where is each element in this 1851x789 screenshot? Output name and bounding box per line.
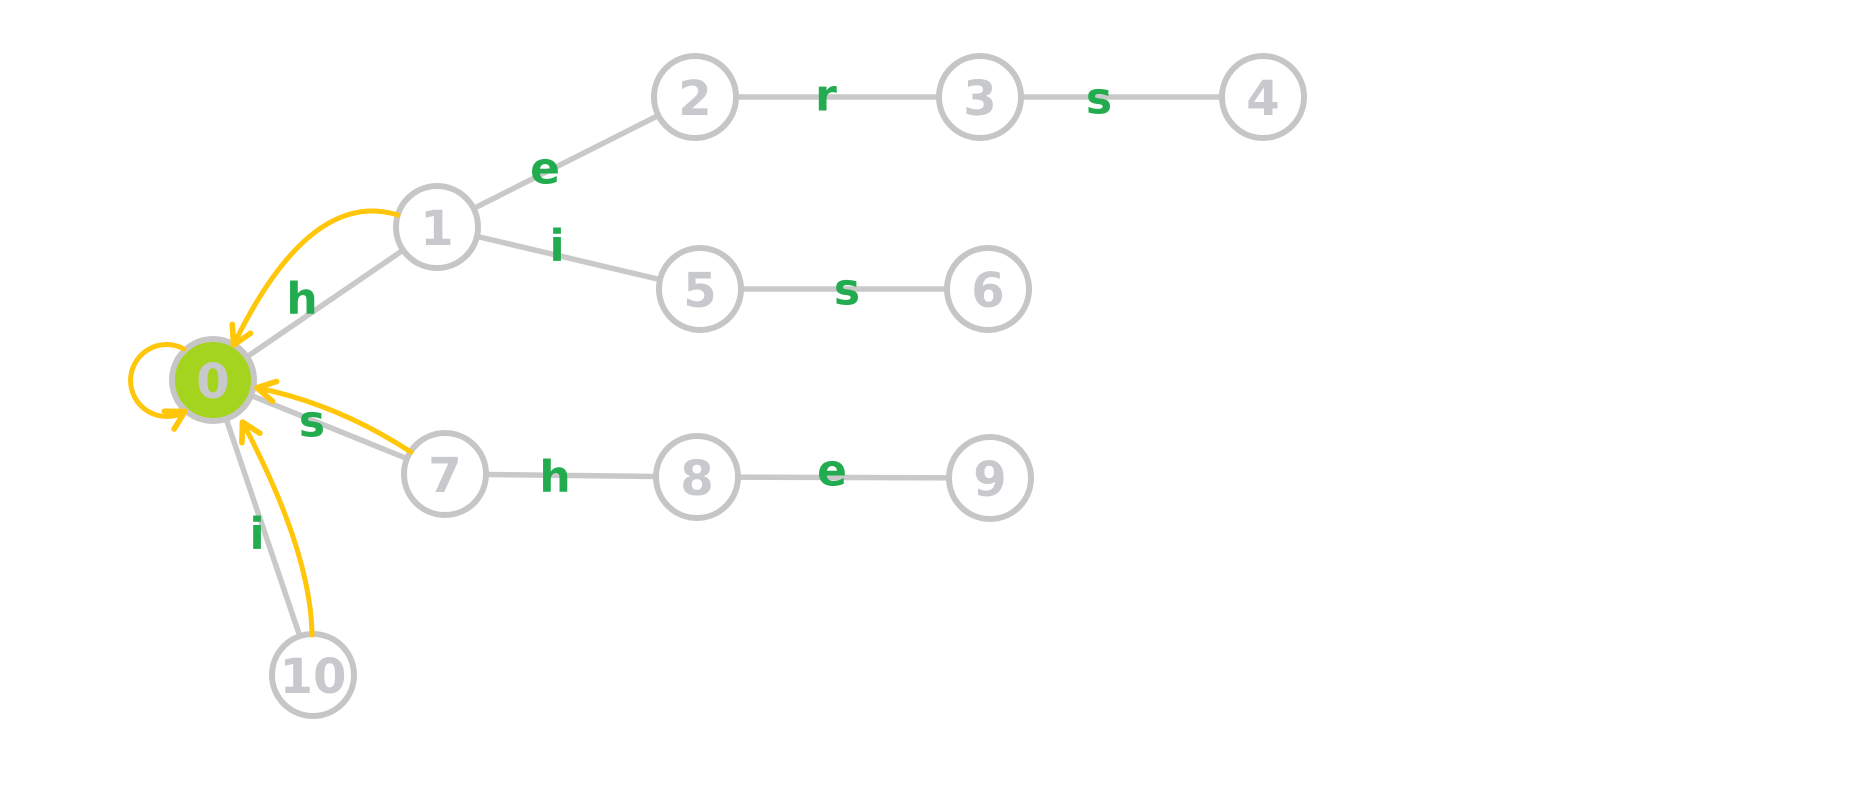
node-label-3: 3 <box>963 71 996 127</box>
node-circle-6 <box>944 245 1032 333</box>
edge-label-2-3: r <box>815 71 837 122</box>
node-label-2: 2 <box>678 71 711 127</box>
node-9: 9 <box>946 434 1034 522</box>
node-3: 3 <box>936 53 1024 141</box>
node-6: 6 <box>944 245 1032 333</box>
tree-edge-1-5 <box>434 224 703 292</box>
tree-edges-layer <box>210 94 1266 678</box>
nodes-layer: 0 1 2 3 4 5 6 7 8 9 10 <box>169 53 1307 719</box>
node-label-1: 1 <box>420 201 453 257</box>
tree-edge-0-1 <box>210 224 440 383</box>
node-4: 4 <box>1219 53 1307 141</box>
node-circle-3 <box>936 53 1024 141</box>
edge-label-3-4: s <box>1086 74 1112 125</box>
tree-edge-8-9 <box>694 474 993 481</box>
edge-label-7-8: h <box>539 452 570 503</box>
node-7: 7 <box>401 430 489 518</box>
node-label-4: 4 <box>1246 71 1279 127</box>
root-node-circle-0 <box>169 336 257 424</box>
node-label-10: 10 <box>280 649 347 705</box>
node-circle-5 <box>656 245 744 333</box>
node-label-0: 0 <box>196 354 229 410</box>
node-label-9: 9 <box>973 452 1006 508</box>
fail-self-loop-0 <box>128 342 188 432</box>
edge-label-1-5: i <box>549 221 564 272</box>
edge-label-1-2: e <box>530 144 560 195</box>
node-2: 2 <box>651 53 739 141</box>
edge-label-5-6: s <box>834 265 860 316</box>
edge-label-0-10: i <box>249 509 264 560</box>
node-circle-1 <box>393 183 481 271</box>
fail-edge-7-0 <box>254 378 414 455</box>
node-label-6: 6 <box>971 263 1004 319</box>
node-5: 5 <box>656 245 744 333</box>
fail-edge-10-0 <box>239 419 315 638</box>
fail-edge-1-0 <box>229 208 401 348</box>
node-circle-2 <box>651 53 739 141</box>
tree-edge-1-2 <box>434 94 698 230</box>
tree-edge-0-10 <box>210 377 316 678</box>
node-label-7: 7 <box>428 448 461 504</box>
node-label-5: 5 <box>683 263 716 319</box>
fail-edges-layer <box>128 208 414 638</box>
edge-label-0-7: s <box>299 397 325 448</box>
edge-label-0-1: h <box>286 274 317 325</box>
node-8: 8 <box>653 433 741 521</box>
node-circle-7 <box>401 430 489 518</box>
node-circle-8 <box>653 433 741 521</box>
node-0: 0 <box>169 336 257 424</box>
node-circle-9 <box>946 434 1034 522</box>
edge-label-8-9: e <box>817 446 847 497</box>
node-10: 10 <box>269 631 357 719</box>
node-circle-4 <box>1219 53 1307 141</box>
node-1: 1 <box>393 183 481 271</box>
node-label-8: 8 <box>680 451 713 507</box>
